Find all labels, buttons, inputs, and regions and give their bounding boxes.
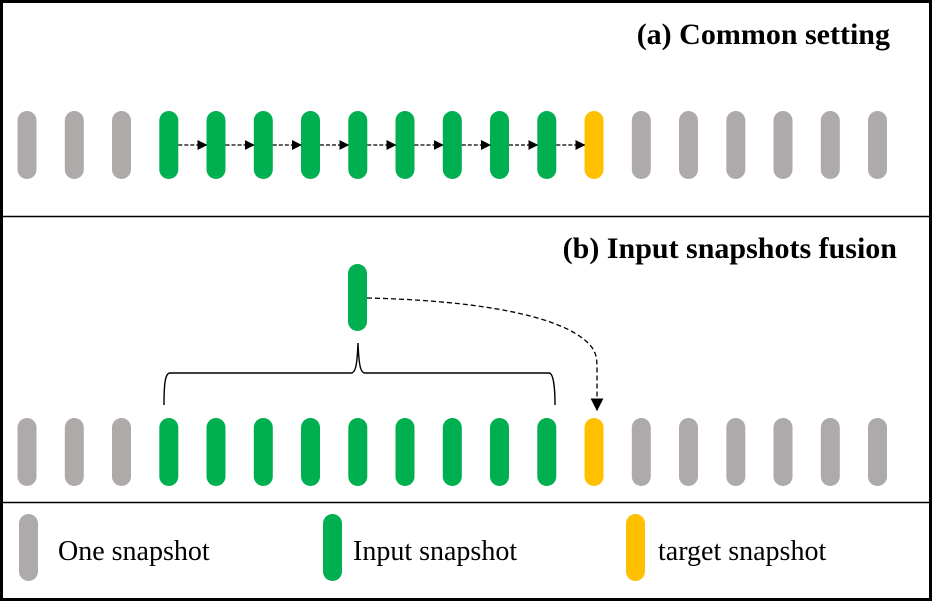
snapshot-gray (679, 418, 698, 486)
grouping-brace (163, 342, 556, 406)
input-snapshot (348, 111, 368, 179)
input-snapshot (490, 418, 509, 486)
snapshot-gray (868, 111, 887, 179)
snapshot-gray (17, 418, 37, 486)
input-snapshot (301, 418, 320, 486)
input-snapshot (206, 418, 226, 486)
legend-label: target snapshot (658, 536, 826, 567)
panel-a-title: (a) Common setting (637, 18, 890, 51)
panel-a-snapshot-row (17, 111, 887, 179)
snapshot-gray (631, 418, 651, 486)
snapshot-gray (773, 111, 793, 179)
legend-swatch-yellow (626, 514, 645, 581)
snapshot-gray (112, 418, 131, 486)
input-snapshot (395, 418, 415, 486)
input-snapshot (490, 111, 509, 179)
snapshot-gray (820, 111, 840, 179)
snapshot-gray (64, 111, 84, 179)
snapshot-gray (679, 111, 698, 179)
snapshot-gray (726, 111, 746, 179)
snapshot-gray (773, 418, 793, 486)
legend-label: Input snapshot (353, 536, 517, 567)
legend-swatch-green (323, 514, 342, 581)
input-snapshot (253, 418, 273, 486)
legend-swatch-gray (19, 514, 38, 581)
panel-b-snapshot-row (17, 418, 887, 486)
input-snapshot (442, 111, 462, 179)
input-snapshot (301, 111, 320, 179)
target-snapshot (584, 418, 604, 486)
snapshot-gray (17, 111, 37, 179)
snapshot-gray (820, 418, 840, 486)
legend-item-input-snapshot: Input snapshot (323, 514, 517, 581)
snapshot-gray (112, 111, 131, 179)
input-snapshot (159, 418, 179, 486)
snapshot-gray (64, 418, 84, 486)
legend-label: One snapshot (58, 536, 210, 567)
input-snapshot (395, 111, 415, 179)
input-snapshot (537, 111, 557, 179)
panel-b-title: (b) Input snapshots fusion (563, 232, 898, 265)
input-snapshot (537, 418, 557, 486)
input-snapshot (253, 111, 273, 179)
input-snapshot (442, 418, 462, 486)
legend-item-target-snapshot: target snapshot (626, 514, 826, 581)
snapshot-gray (868, 418, 887, 486)
target-snapshot (584, 111, 604, 179)
legend-item-one-snapshot: One snapshot (19, 514, 210, 581)
input-snapshot (206, 111, 226, 179)
snapshot-gray (726, 418, 746, 486)
snapshot-gray (631, 111, 651, 179)
fused-snapshot (348, 264, 367, 331)
input-snapshot (159, 111, 179, 179)
input-snapshot (348, 418, 368, 486)
legend: One snapshot Input snapshot target snaps… (19, 514, 826, 581)
fusion-to-target-arrow (366, 297, 604, 412)
